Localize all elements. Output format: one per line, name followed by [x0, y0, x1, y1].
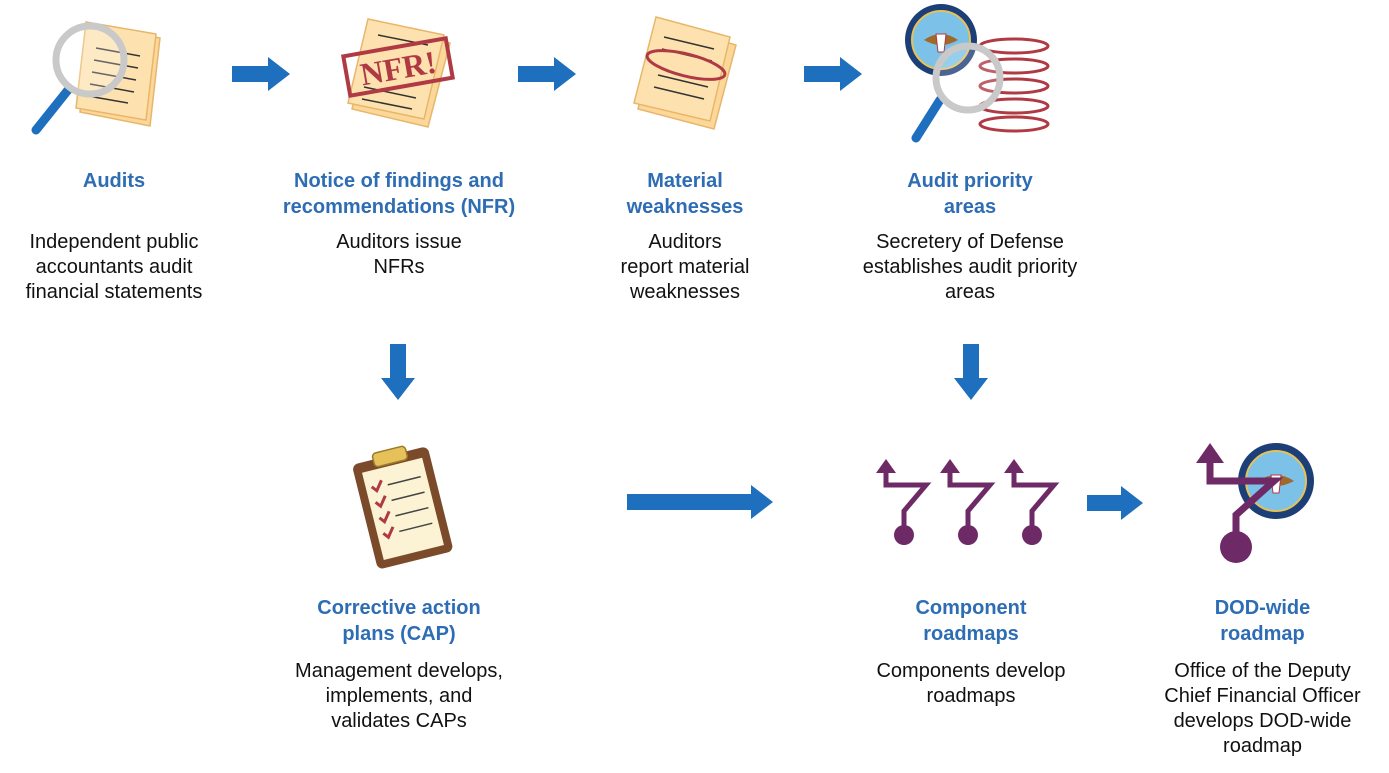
- magnifier-document-icon: [31, 21, 161, 135]
- step-description: Auditors issue NFRs: [336, 231, 462, 278]
- step-title: DOD-wide roadmap: [1214, 597, 1311, 645]
- dod-roadmap-icon: [1196, 443, 1314, 563]
- arrow-down-nfr-cap: [381, 344, 415, 400]
- step-description: Auditors report material weaknesses: [620, 231, 750, 303]
- arrow-right-cap-component: [627, 485, 773, 519]
- step-title: Notice of findings and recommendations (…: [282, 170, 516, 218]
- step-title: Material weaknesses: [626, 170, 744, 218]
- step-priority: Audit priority areas Secretery of Defens…: [830, 168, 1110, 305]
- step-nfr: Notice of findings and recommendations (…: [258, 168, 540, 280]
- arrow-right-audits-nfr: [232, 57, 290, 91]
- step-description: Independent public accountants audit fin…: [25, 231, 203, 303]
- step-description: Components develop roadmaps: [876, 660, 1066, 707]
- step-dodwide: DOD-wide roadmap Office of the Deputy Ch…: [1140, 595, 1385, 759]
- step-audits: Audits Independent public accountants au…: [0, 168, 228, 305]
- step-title: Component roadmaps: [915, 597, 1027, 645]
- arrow-right-nfr-material: [518, 57, 576, 91]
- step-description: Secretery of Defense establishes audit p…: [862, 231, 1078, 303]
- nfr-stamp-icon: NFR!: [341, 18, 455, 128]
- step-title: Audits: [82, 170, 146, 192]
- step-title: Corrective action plans (CAP): [317, 597, 481, 645]
- clipboard-checklist-icon: [353, 445, 453, 569]
- circled-document-icon: [633, 16, 737, 130]
- step-material: Material weaknesses Auditors report mate…: [585, 168, 785, 305]
- arrow-right-component-dodwide: [1087, 486, 1143, 520]
- step-component: Component roadmaps Components develop ro…: [840, 595, 1102, 709]
- dod-seal-magnifier-icon: [905, 4, 1050, 143]
- arrow-down-priority-component: [954, 344, 988, 400]
- step-cap: Corrective action plans (CAP) Management…: [258, 595, 540, 734]
- step-description: Office of the Deputy Chief Financial Off…: [1164, 660, 1361, 757]
- roadmap-paths-icon: [876, 459, 1060, 545]
- step-title: Audit priority areas: [907, 170, 1033, 218]
- arrow-right-material-priority: [804, 57, 862, 91]
- step-description: Management develops, implements, and val…: [295, 660, 503, 732]
